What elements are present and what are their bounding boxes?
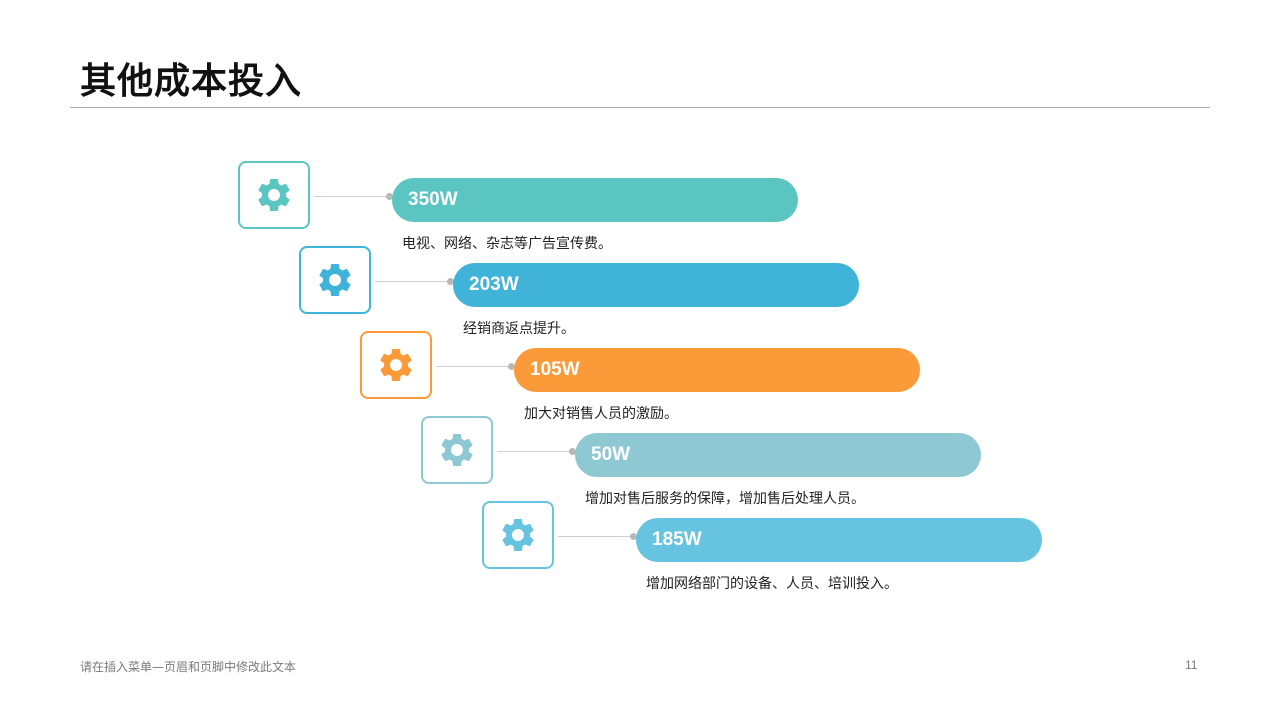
page-number: 11 <box>1185 658 1198 672</box>
page-title: 其他成本投入 <box>80 61 303 102</box>
gear-icon <box>380 349 412 381</box>
title-divider <box>70 107 1210 108</box>
gear-icon <box>502 519 534 551</box>
connector-line <box>375 281 449 282</box>
cost-item: 350W 电视、网络、杂志等广告宣传费。 <box>238 161 1058 252</box>
value-bar: 350W <box>392 178 798 222</box>
item-description: 增加网络部门的设备、人员、培训投入。 <box>646 576 898 592</box>
connector-dot <box>508 363 515 370</box>
connector-line <box>314 196 388 197</box>
gear-icon <box>441 434 473 466</box>
icon-frame <box>360 331 432 399</box>
item-description: 增加对售后服务的保障，增加售后处理人员。 <box>585 491 865 507</box>
icon-frame <box>421 416 493 484</box>
item-description: 电视、网络、杂志等广告宣传费。 <box>402 236 612 252</box>
footer-text: 请在插入菜单—页眉和页脚中修改此文本 <box>80 660 297 674</box>
icon-frame <box>482 501 554 569</box>
connector-dot <box>569 448 576 455</box>
connector-dot <box>447 278 454 285</box>
connector-dot <box>386 193 393 200</box>
item-description: 加大对销售人员的激励。 <box>524 406 678 422</box>
value-bar: 105W <box>514 348 920 392</box>
gear-icon <box>319 264 351 296</box>
connector-line <box>497 451 571 452</box>
connector-line <box>558 536 632 537</box>
cost-item: 203W 经销商返点提升。 <box>299 246 1119 337</box>
value-bar: 50W <box>575 433 981 477</box>
icon-frame <box>238 161 310 229</box>
value-bar: 203W <box>453 263 859 307</box>
cost-item: 50W 增加对售后服务的保障，增加售后处理人员。 <box>421 416 1241 507</box>
gear-icon <box>258 179 290 211</box>
cost-item: 185W 增加网络部门的设备、人员、培训投入。 <box>482 501 1280 592</box>
connector-dot <box>630 533 637 540</box>
item-description: 经销商返点提升。 <box>463 321 575 337</box>
connector-line <box>436 366 510 367</box>
icon-frame <box>299 246 371 314</box>
cost-item: 105W 加大对销售人员的激励。 <box>360 331 1180 422</box>
value-bar: 185W <box>636 518 1042 562</box>
